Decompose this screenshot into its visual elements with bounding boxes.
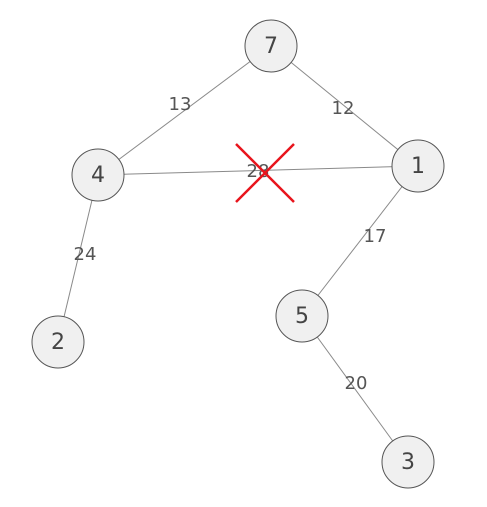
node-label: 2 bbox=[51, 330, 65, 355]
edge-4-1 bbox=[97, 165, 419, 176]
edge-5-3 bbox=[301, 315, 409, 463]
node-circle bbox=[71, 148, 125, 202]
node-1: 1 bbox=[391, 139, 445, 193]
edge-4-2 bbox=[57, 174, 99, 343]
node-4: 4 bbox=[71, 148, 125, 202]
edges-layer bbox=[57, 45, 419, 463]
removed-edge-cross-icon bbox=[235, 143, 295, 203]
edge-weight-label-1-5: 17 bbox=[364, 226, 387, 247]
node-label: 3 bbox=[401, 450, 415, 475]
node-label: 1 bbox=[411, 154, 425, 179]
node-3: 3 bbox=[381, 435, 435, 489]
node-label: 4 bbox=[91, 163, 105, 188]
node-label: 7 bbox=[264, 34, 278, 59]
edge-labels-layer: 13 12 28 24 17 20 bbox=[74, 94, 387, 394]
node-circle bbox=[275, 289, 329, 343]
node-circle bbox=[31, 315, 85, 369]
edge-weight-label-5-3: 20 bbox=[345, 373, 368, 394]
marks-layer bbox=[235, 143, 295, 203]
edge-1-5 bbox=[301, 165, 419, 317]
node-circle bbox=[381, 435, 435, 489]
edge-weight-label-4-1: 28 bbox=[247, 161, 270, 182]
node-circle bbox=[244, 19, 298, 73]
node-circle bbox=[391, 139, 445, 193]
node-7: 7 bbox=[244, 19, 298, 73]
cross-stroke-2 bbox=[235, 143, 295, 203]
edge-7-1 bbox=[270, 45, 419, 167]
node-2: 2 bbox=[31, 315, 85, 369]
node-label: 5 bbox=[295, 304, 309, 329]
node-5: 5 bbox=[275, 289, 329, 343]
edge-weight-label-7-4: 13 bbox=[169, 94, 192, 115]
edge-7-4 bbox=[97, 45, 272, 176]
edge-weight-label-4-2: 24 bbox=[74, 244, 97, 265]
edge-weight-label-7-1: 12 bbox=[332, 98, 355, 119]
